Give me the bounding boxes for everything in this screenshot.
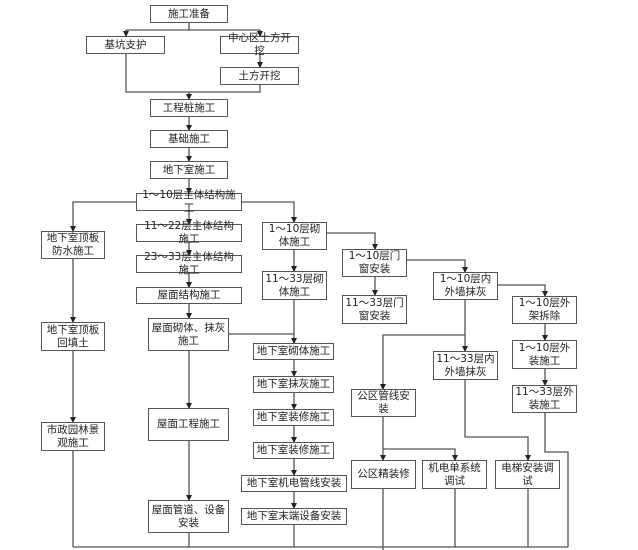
- node-public-pipes: 公区管线安装: [351, 389, 416, 417]
- node-main-11-22: 11～22层主体结构施工: [136, 220, 242, 245]
- node-roof-structure: 屋面结构施工: [136, 287, 242, 304]
- node-roof-engineering: 屋面工程施工: [148, 408, 229, 441]
- node-windows-11-33: 11～33层门窗安装: [342, 295, 407, 324]
- node-earthwork: 土方开挖: [220, 67, 299, 85]
- node-basement-decor-2: 地下室装修施工: [253, 442, 334, 459]
- node-main-1-10: 1～10层主体结构施工: [136, 189, 242, 214]
- node-main-23-33: 23～33层主体结构施工: [136, 251, 242, 276]
- node-basement-terminal: 地下室末端设备安装: [241, 508, 347, 525]
- node-center-earthwork: 中心区土方开挖: [220, 32, 299, 57]
- node-roof-masonry: 屋面砌体、抹灰施工: [148, 318, 229, 351]
- node-prep: 施工准备: [150, 5, 228, 23]
- node-plaster-11-33: 11～33层内外墙抹灰: [433, 351, 498, 380]
- node-facade-11-33: 11～33层外装施工: [512, 385, 577, 413]
- node-foundation: 基础施工: [150, 130, 228, 148]
- node-basement-plaster: 地下室抹灰施工: [253, 376, 334, 393]
- node-piles: 工程桩施工: [150, 99, 228, 117]
- node-landscape: 市政园林景观施工: [41, 422, 105, 451]
- node-masonry-1-10: 1～10层砌体施工: [262, 222, 327, 250]
- node-masonry-11-33: 11～33层砌体施工: [262, 271, 327, 300]
- node-pit-support: 基坑支护: [86, 36, 165, 54]
- node-windows-1-10: 1～10层门窗安装: [342, 249, 407, 277]
- node-scaffold-1-10: 1～10层外架拆除: [512, 296, 577, 324]
- node-roof-backfill: 地下室顶板回填土: [41, 322, 105, 351]
- node-roof-waterproof: 地下室顶板防水施工: [41, 231, 105, 259]
- node-basement-mep: 地下室机电管线安装: [241, 475, 347, 492]
- node-basement-masonry: 地下室砌体施工: [253, 343, 334, 360]
- node-elevator: 电梯安装调试: [495, 460, 560, 489]
- node-facade-1-10: 1～10层外装施工: [512, 340, 577, 369]
- node-basement-decor-1: 地下室装修施工: [253, 409, 334, 426]
- node-roof-pipes: 屋面管道、设备安装: [148, 500, 229, 533]
- node-plaster-1-10: 1～10层内外墙抹灰: [433, 272, 498, 300]
- node-basement: 地下室施工: [150, 161, 228, 179]
- node-public-finish: 公区精装修: [351, 460, 416, 489]
- node-mep-test: 机电单系统调试: [422, 460, 487, 489]
